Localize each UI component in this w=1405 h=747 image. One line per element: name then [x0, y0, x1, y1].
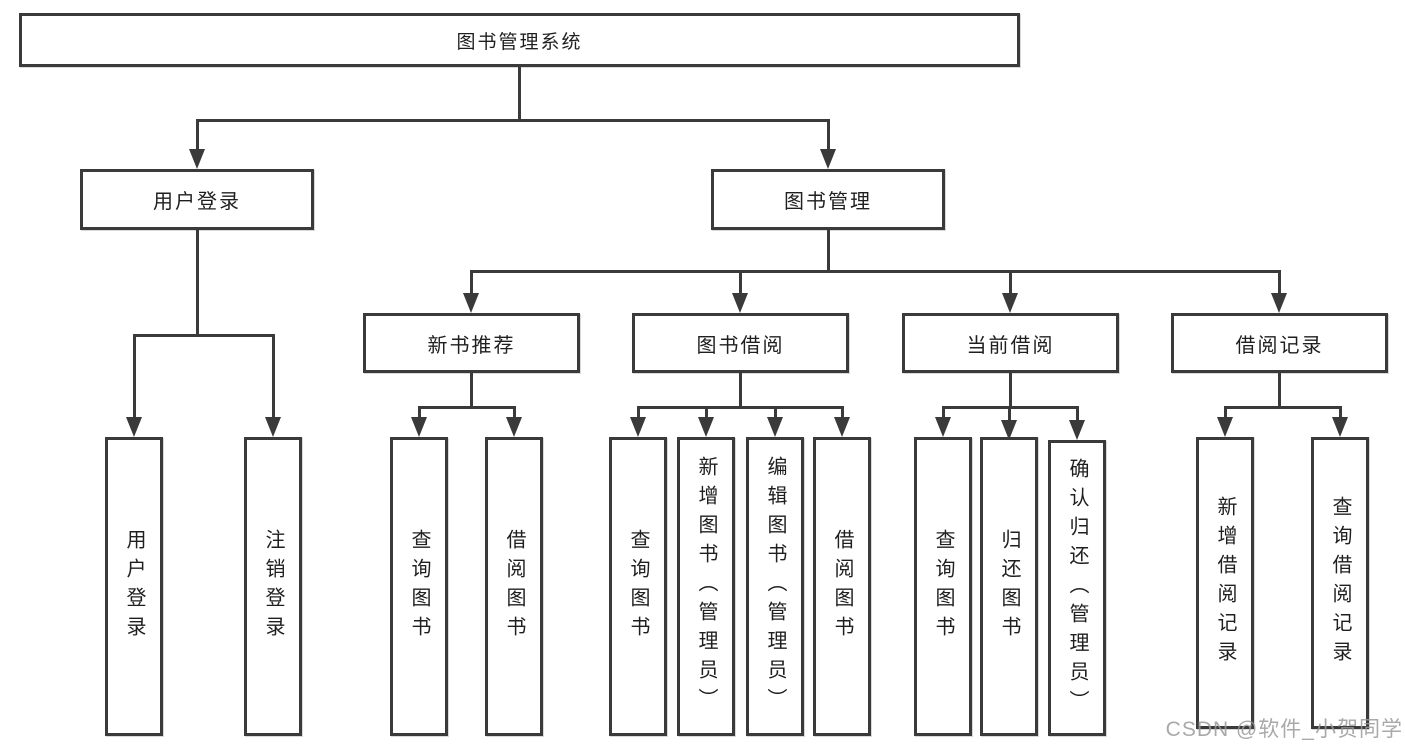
node-label: 图书借阅: [696, 334, 785, 357]
node-label: 图书管理: [784, 191, 872, 213]
connector-arrow-shaft: [1278, 270, 1281, 295]
node-current-borrowing: 当前借阅: [902, 313, 1119, 373]
leaf-br-query-record: 查询借阅记录: [1311, 437, 1369, 729]
arrow-down-icon: [834, 417, 850, 437]
leaf-label: 确认归还（管理员）: [1066, 457, 1088, 719]
connector-arrow-shaft: [827, 119, 830, 151]
arrow-down-icon: [820, 149, 836, 169]
node-borrowing-records: 借阅记录: [1171, 313, 1388, 373]
leaf-label: 新增图书（管理员）: [695, 456, 717, 717]
leaf-cb-query-books: 查询图书: [914, 437, 972, 736]
node-label: 当前借阅: [966, 334, 1055, 357]
node-new-book-recommendation: 新书推荐: [363, 313, 580, 373]
connector-arrow-shaft: [739, 270, 742, 295]
connector-arrow-shaft: [418, 406, 421, 419]
arrow-down-icon: [463, 293, 479, 313]
arrow-down-icon: [1002, 293, 1018, 313]
node-label: 借阅记录: [1235, 334, 1324, 357]
arrow-down-icon: [1069, 420, 1085, 440]
arrow-down-icon: [265, 417, 281, 437]
arrow-down-icon: [189, 149, 205, 169]
leaf-label: 借阅图书: [831, 528, 853, 645]
connector-arrow-shaft: [1224, 406, 1227, 419]
arrow-down-icon: [1332, 417, 1348, 437]
connector-arrow-shaft: [470, 270, 473, 295]
leaf-label: 查询图书: [932, 528, 954, 645]
connector-arrow-shaft: [1076, 406, 1079, 422]
connector-arrow-shaft: [637, 406, 640, 419]
leaf-bb-add-books-admin: 新增图书（管理员）: [677, 437, 735, 736]
leaf-bb-query-books: 查询图书: [609, 437, 667, 736]
watermark: CSDN @软件_小贺同学: [1165, 718, 1403, 741]
arrow-down-icon: [1217, 417, 1233, 437]
leaf-label: 编辑图书（管理员）: [764, 456, 786, 717]
arrow-down-icon: [1001, 420, 1017, 440]
connector-arrow-shaft: [513, 406, 516, 419]
arrow-down-icon: [767, 417, 783, 437]
connector-line-vertical: [518, 65, 521, 122]
arrow-down-icon: [630, 417, 646, 437]
connector-line-vertical: [470, 371, 473, 409]
arrow-down-icon: [1271, 293, 1287, 313]
leaf-bb-edit-books-admin: 编辑图书（管理员）: [746, 437, 804, 736]
connector-line-vertical: [827, 229, 830, 273]
leaf-user-login: 用户登录: [105, 437, 163, 736]
node-label: 新书推荐: [427, 334, 516, 357]
leaf-bb-borrow-books: 借阅图书: [813, 437, 871, 736]
connector-arrow-shaft: [942, 406, 945, 419]
connector-arrow-shaft: [133, 334, 136, 419]
node-book-management: 图书管理: [711, 169, 945, 230]
leaf-label: 查询借阅记录: [1329, 496, 1351, 670]
connector-line-horizontal: [470, 270, 1281, 273]
arrow-down-icon: [935, 417, 951, 437]
connector-arrow-shaft: [1339, 406, 1342, 419]
node-library-management-system: 图书管理系统: [19, 13, 1020, 67]
leaf-cb-return-books: 归还图书: [980, 437, 1038, 736]
arrow-down-icon: [732, 293, 748, 313]
arrow-down-icon: [698, 417, 714, 437]
connector-line-vertical: [1278, 371, 1281, 409]
node-label: 图书管理系统: [456, 31, 583, 53]
leaf-label: 注销登录: [262, 528, 284, 645]
leaf-label: 新增借阅记录: [1214, 496, 1236, 670]
leaf-label: 用户登录: [123, 528, 145, 645]
connector-arrow-shaft: [196, 119, 199, 151]
leaf-label: 查询图书: [627, 528, 649, 645]
connector-line-horizontal: [196, 119, 830, 122]
connector-arrow-shaft: [774, 406, 777, 419]
node-book-borrowing: 图书借阅: [632, 313, 849, 373]
connector-line-vertical: [739, 371, 742, 409]
leaf-label: 查询图书: [408, 528, 430, 645]
connector-line-horizontal: [133, 334, 275, 337]
leaf-br-add-record: 新增借阅记录: [1196, 437, 1254, 729]
node-label: 用户登录: [153, 191, 241, 213]
leaf-cb-confirm-return-admin: 确认归还（管理员）: [1048, 440, 1106, 736]
arrow-down-icon: [126, 417, 142, 437]
leaf-nb-borrow-books: 借阅图书: [485, 437, 543, 736]
connector-line-vertical: [1009, 371, 1012, 409]
connector-arrow-shaft: [841, 406, 844, 419]
arrow-down-icon: [411, 417, 427, 437]
connector-line-horizontal: [637, 406, 844, 409]
node-user-login: 用户登录: [80, 169, 314, 230]
leaf-logout: 注销登录: [244, 437, 302, 736]
connector-arrow-shaft: [272, 334, 275, 419]
connector-arrow-shaft: [705, 406, 708, 419]
connector-arrow-shaft: [1008, 406, 1011, 422]
arrow-down-icon: [506, 417, 522, 437]
connector-arrow-shaft: [1009, 270, 1012, 295]
connector-line-horizontal: [418, 406, 516, 409]
connector-line-vertical: [196, 229, 199, 337]
leaf-label: 归还图书: [998, 528, 1020, 645]
leaf-label: 借阅图书: [503, 528, 525, 645]
connector-line-horizontal: [1224, 406, 1342, 409]
leaf-nb-query-books: 查询图书: [390, 437, 448, 736]
